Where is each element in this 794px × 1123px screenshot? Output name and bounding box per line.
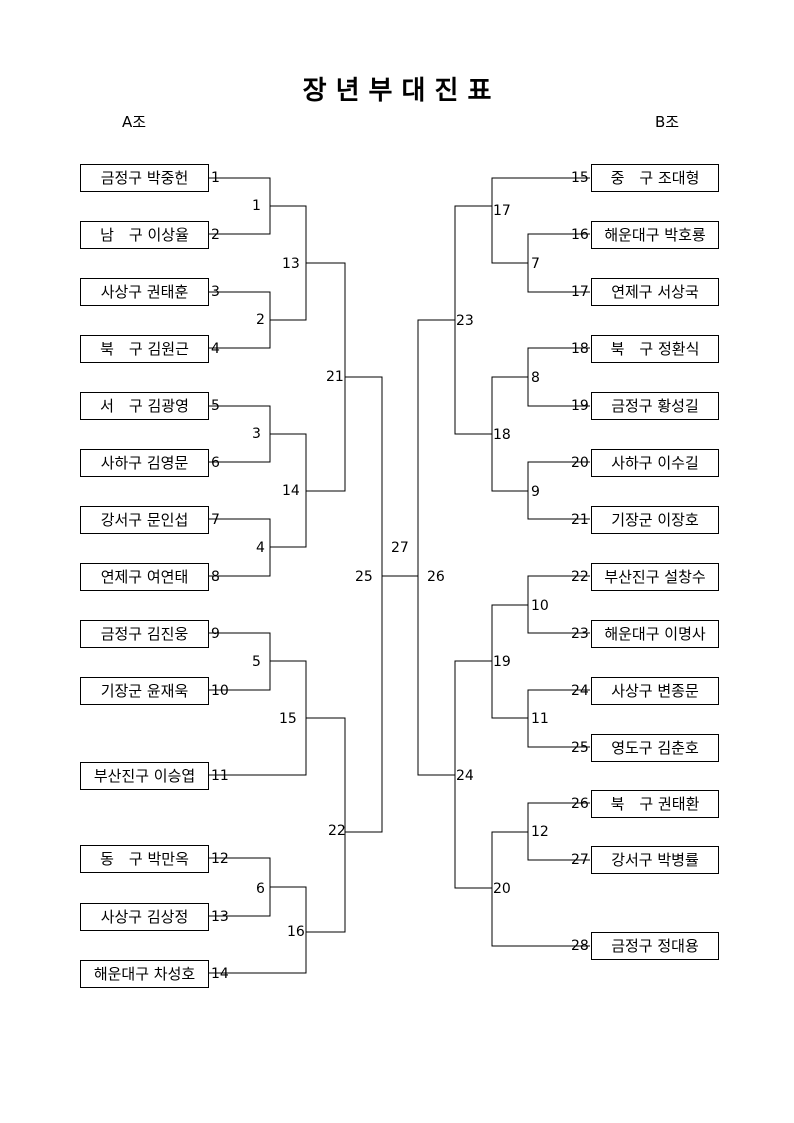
team-b-20: 사하구 이수길 <box>591 449 719 477</box>
page-title: 장 년 부 대 진 표 <box>302 76 492 106</box>
team-a-3: 사상구 권태훈 <box>80 278 209 306</box>
match-number-10: 10 <box>531 598 549 614</box>
match-number-6: 6 <box>256 881 265 897</box>
match-number-14: 14 <box>282 483 300 499</box>
seed-a-9: 9 <box>211 626 220 642</box>
match-number-9: 9 <box>531 484 540 500</box>
match-number-8: 8 <box>531 370 540 386</box>
match-number-23: 23 <box>456 313 474 329</box>
match-number-16: 16 <box>287 924 305 940</box>
match-number-2: 2 <box>256 312 265 328</box>
team-a-12: 동 구 박만옥 <box>80 845 209 873</box>
team-b-21: 기장군 이장호 <box>591 506 719 534</box>
team-a-9: 금정구 김진웅 <box>80 620 209 648</box>
seed-a-13: 13 <box>211 909 229 925</box>
team-b-19: 금정구 황성길 <box>591 392 719 420</box>
team-a-2: 남 구 이상율 <box>80 221 209 249</box>
seed-b-23: 23 <box>571 626 589 642</box>
match-number-1: 1 <box>252 198 261 214</box>
seed-a-3: 3 <box>211 284 220 300</box>
match-number-19: 19 <box>493 654 511 670</box>
seed-b-17: 17 <box>571 284 589 300</box>
seed-b-25: 25 <box>571 740 589 756</box>
seed-a-1: 1 <box>211 170 220 186</box>
seed-a-2: 2 <box>211 227 220 243</box>
match-number-20: 20 <box>493 881 511 897</box>
seed-b-24: 24 <box>571 683 589 699</box>
match-number-17: 17 <box>493 203 511 219</box>
seed-b-21: 21 <box>571 512 589 528</box>
team-a-1: 금정구 박중헌 <box>80 164 209 192</box>
team-b-15: 중 구 조대형 <box>591 164 719 192</box>
team-b-16: 해운대구 박호룡 <box>591 221 719 249</box>
seed-a-6: 6 <box>211 455 220 471</box>
seed-a-14: 14 <box>211 966 229 982</box>
seed-a-8: 8 <box>211 569 220 585</box>
match-number-5: 5 <box>252 654 261 670</box>
match-number-13: 13 <box>282 256 300 272</box>
team-a-10: 기장군 윤재욱 <box>80 677 209 705</box>
seed-a-4: 4 <box>211 341 220 357</box>
match-number-18: 18 <box>493 427 511 443</box>
seed-b-26: 26 <box>571 796 589 812</box>
team-b-18: 북 구 정환식 <box>591 335 719 363</box>
team-b-17: 연제구 서상국 <box>591 278 719 306</box>
team-a-7: 강서구 문인섭 <box>80 506 209 534</box>
team-b-27: 강서구 박병률 <box>591 846 719 874</box>
seed-b-22: 22 <box>571 569 589 585</box>
match-number-12: 12 <box>531 824 549 840</box>
seed-b-27: 27 <box>571 852 589 868</box>
match-number-3: 3 <box>252 426 261 442</box>
seed-b-16: 16 <box>571 227 589 243</box>
match-number-21: 21 <box>326 369 344 385</box>
seed-a-5: 5 <box>211 398 220 414</box>
team-b-28: 금정구 정대용 <box>591 932 719 960</box>
team-b-23: 해운대구 이명사 <box>591 620 719 648</box>
match-number-25: 25 <box>355 569 373 585</box>
seed-a-7: 7 <box>211 512 220 528</box>
team-a-4: 북 구 김원근 <box>80 335 209 363</box>
seed-a-11: 11 <box>211 768 229 784</box>
seed-a-10: 10 <box>211 683 229 699</box>
group-b-label: B조 <box>655 113 680 131</box>
match-number-4: 4 <box>256 540 265 556</box>
seed-b-20: 20 <box>571 455 589 471</box>
group-a-label: A조 <box>122 113 147 131</box>
seed-b-28: 28 <box>571 938 589 954</box>
team-b-22: 부산진구 설창수 <box>591 563 719 591</box>
match-number-26: 26 <box>427 569 445 585</box>
team-a-13: 사상구 김상정 <box>80 903 209 931</box>
team-a-5: 서 구 김광영 <box>80 392 209 420</box>
team-b-26: 북 구 권태환 <box>591 790 719 818</box>
seed-b-18: 18 <box>571 341 589 357</box>
seed-b-15: 15 <box>571 170 589 186</box>
team-a-11: 부산진구 이승엽 <box>80 762 209 790</box>
match-number-22: 22 <box>328 823 346 839</box>
match-number-11: 11 <box>531 711 549 727</box>
match-number-15: 15 <box>279 711 297 727</box>
seed-a-12: 12 <box>211 851 229 867</box>
match-number-24: 24 <box>456 768 474 784</box>
team-a-6: 사하구 김영문 <box>80 449 209 477</box>
team-a-14: 해운대구 차성호 <box>80 960 209 988</box>
team-b-25: 영도구 김춘호 <box>591 734 719 762</box>
match-number-7: 7 <box>531 256 540 272</box>
match-number-27: 27 <box>391 540 409 556</box>
team-a-8: 연제구 여연태 <box>80 563 209 591</box>
seed-b-19: 19 <box>571 398 589 414</box>
team-b-24: 사상구 변종문 <box>591 677 719 705</box>
